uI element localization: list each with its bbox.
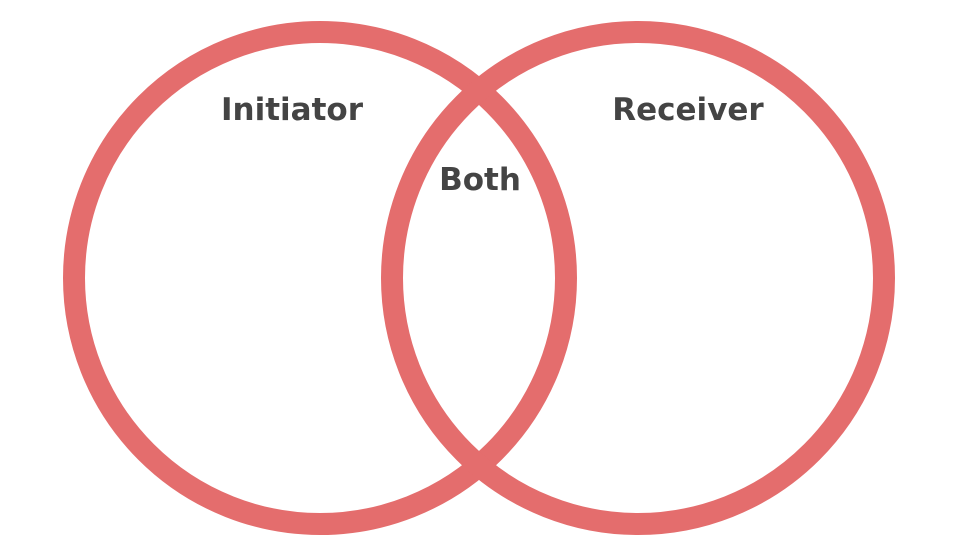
venn-circle-receiver: [381, 21, 895, 535]
set-label-receiver: Receiver: [612, 92, 764, 128]
intersection-label-both: Both: [439, 162, 521, 198]
set-label-initiator: Initiator: [221, 92, 364, 128]
venn-circle-initiator: [63, 21, 577, 535]
